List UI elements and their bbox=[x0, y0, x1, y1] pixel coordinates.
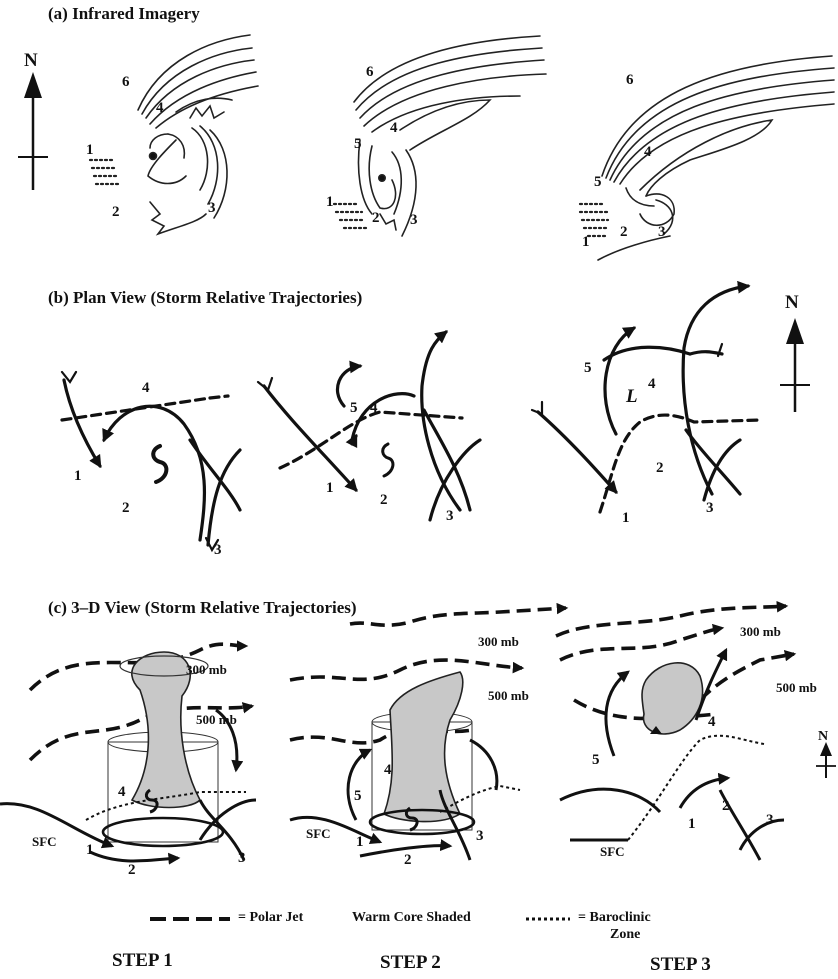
step-3-label: STEP 3 bbox=[650, 954, 711, 976]
ir2-label-4: 4 bbox=[390, 120, 398, 136]
ir2-label-3: 3 bbox=[410, 212, 418, 228]
trajectory-5 bbox=[605, 328, 634, 434]
ir1-label-1: 1 bbox=[86, 142, 94, 158]
ir2-label-5: 5 bbox=[354, 136, 362, 152]
3d2-level-upper: 300 mb bbox=[478, 634, 519, 649]
polar-jet-upper bbox=[290, 660, 522, 680]
plan2-label-3: 3 bbox=[446, 508, 454, 524]
north-arrow-icon bbox=[786, 318, 804, 344]
3d1-level-upper: 300 mb bbox=[186, 662, 227, 677]
ir3-label-2: 2 bbox=[620, 224, 628, 240]
3d1-label-1: 1 bbox=[86, 842, 94, 858]
3d1-level-sfc: SFC bbox=[32, 834, 57, 849]
plan3-label-2: 2 bbox=[656, 460, 664, 476]
3d3-label-3: 3 bbox=[766, 812, 774, 828]
trajectory-2 bbox=[683, 286, 748, 494]
plan2-label-4: 4 bbox=[370, 400, 378, 416]
north-label: N bbox=[818, 729, 828, 744]
3d3-label-2: 2 bbox=[722, 798, 730, 814]
3d1-label-3: 3 bbox=[238, 850, 246, 866]
step-1-label: STEP 1 bbox=[112, 950, 173, 972]
plan1-label-4: 4 bbox=[142, 380, 150, 396]
plan1-label-1: 1 bbox=[74, 468, 82, 484]
plan2-label-2: 2 bbox=[380, 492, 388, 508]
warm-core bbox=[384, 672, 463, 822]
plan3-label-5: 5 bbox=[584, 360, 592, 376]
3d2-level-mid: 500 mb bbox=[488, 688, 529, 703]
3d3-label-1: 1 bbox=[688, 816, 696, 832]
trajectory-4 bbox=[352, 394, 414, 440]
plan1-label-3: 3 bbox=[214, 542, 222, 558]
polar-jet-upper bbox=[560, 628, 722, 660]
trajectory-1 bbox=[64, 380, 100, 466]
3d2-label-1: 1 bbox=[356, 834, 364, 850]
ir1-label-6: 6 bbox=[122, 74, 130, 90]
ir3-label-1: 1 bbox=[582, 234, 590, 250]
legend-warm-core: Warm Core Shaded bbox=[352, 910, 471, 926]
plan1-label-2: 2 bbox=[122, 500, 130, 516]
3d-step-2 bbox=[290, 608, 566, 860]
panel-a-north-arrow: N bbox=[18, 50, 48, 190]
3d2-label-4: 4 bbox=[384, 762, 392, 778]
plan3-label-3: 3 bbox=[706, 500, 714, 516]
3d3-level-mid: 500 mb bbox=[776, 680, 817, 695]
3d2-label-3: 3 bbox=[476, 828, 484, 844]
plan-step-1 bbox=[62, 372, 240, 550]
north-label: N bbox=[24, 50, 38, 71]
3d1-level-mid: 500 mb bbox=[196, 712, 237, 727]
ir3-label-3: 3 bbox=[658, 224, 666, 240]
panel-c-north-arrow: N bbox=[816, 729, 836, 778]
plan3-label-1: 1 bbox=[622, 510, 630, 526]
north-arrow-icon bbox=[820, 742, 832, 756]
low-pressure-label: L bbox=[625, 386, 638, 407]
warm-core bbox=[642, 663, 703, 734]
ir2-label-2: 2 bbox=[372, 210, 380, 226]
trajectory-1 bbox=[538, 412, 616, 492]
ir3-label-4: 4 bbox=[644, 144, 652, 160]
3d-step-3 bbox=[556, 606, 794, 860]
trajectory-4 bbox=[104, 406, 204, 540]
3d2-label-2: 2 bbox=[404, 852, 412, 868]
ir2-label-1: 1 bbox=[326, 194, 334, 210]
legend-baroclinic: = Baroclinic bbox=[578, 910, 651, 926]
legend-baroclinic-zone: Zone bbox=[610, 927, 640, 943]
ir-cloud-step-3 bbox=[580, 56, 834, 260]
3d3-label-5: 5 bbox=[592, 752, 600, 768]
3d3-level-sfc: SFC bbox=[600, 844, 625, 859]
ir1-label-4: 4 bbox=[156, 100, 164, 116]
ir1-label-3: 3 bbox=[208, 200, 216, 216]
3d1-label-4: 4 bbox=[118, 784, 126, 800]
plan3-label-4: 4 bbox=[648, 376, 656, 392]
3d3-label-4: 4 bbox=[708, 714, 716, 730]
step-2-label: STEP 2 bbox=[380, 952, 441, 974]
3d2-level-sfc: SFC bbox=[306, 826, 331, 841]
trajectory-2 bbox=[422, 332, 460, 510]
ir3-label-5: 5 bbox=[594, 174, 602, 190]
ir3-label-6: 6 bbox=[626, 72, 634, 88]
trajectory-3 bbox=[208, 450, 240, 545]
north-label: N bbox=[785, 292, 799, 313]
ir2-label-6: 6 bbox=[366, 64, 374, 80]
3d2-label-5: 5 bbox=[354, 788, 362, 804]
ir1-label-2: 2 bbox=[112, 204, 120, 220]
plan-step-2 bbox=[258, 332, 480, 520]
3d1-label-2: 2 bbox=[128, 862, 136, 878]
3d3-level-upper: 300 mb bbox=[740, 624, 781, 639]
plan-step-3 bbox=[532, 286, 760, 512]
legend-polar-jet: = Polar Jet bbox=[238, 910, 303, 926]
panel-b-north-arrow: N bbox=[780, 292, 810, 412]
plan2-label-5: 5 bbox=[350, 400, 358, 416]
north-arrow-icon bbox=[24, 72, 42, 98]
plan2-label-1: 1 bbox=[326, 480, 334, 496]
